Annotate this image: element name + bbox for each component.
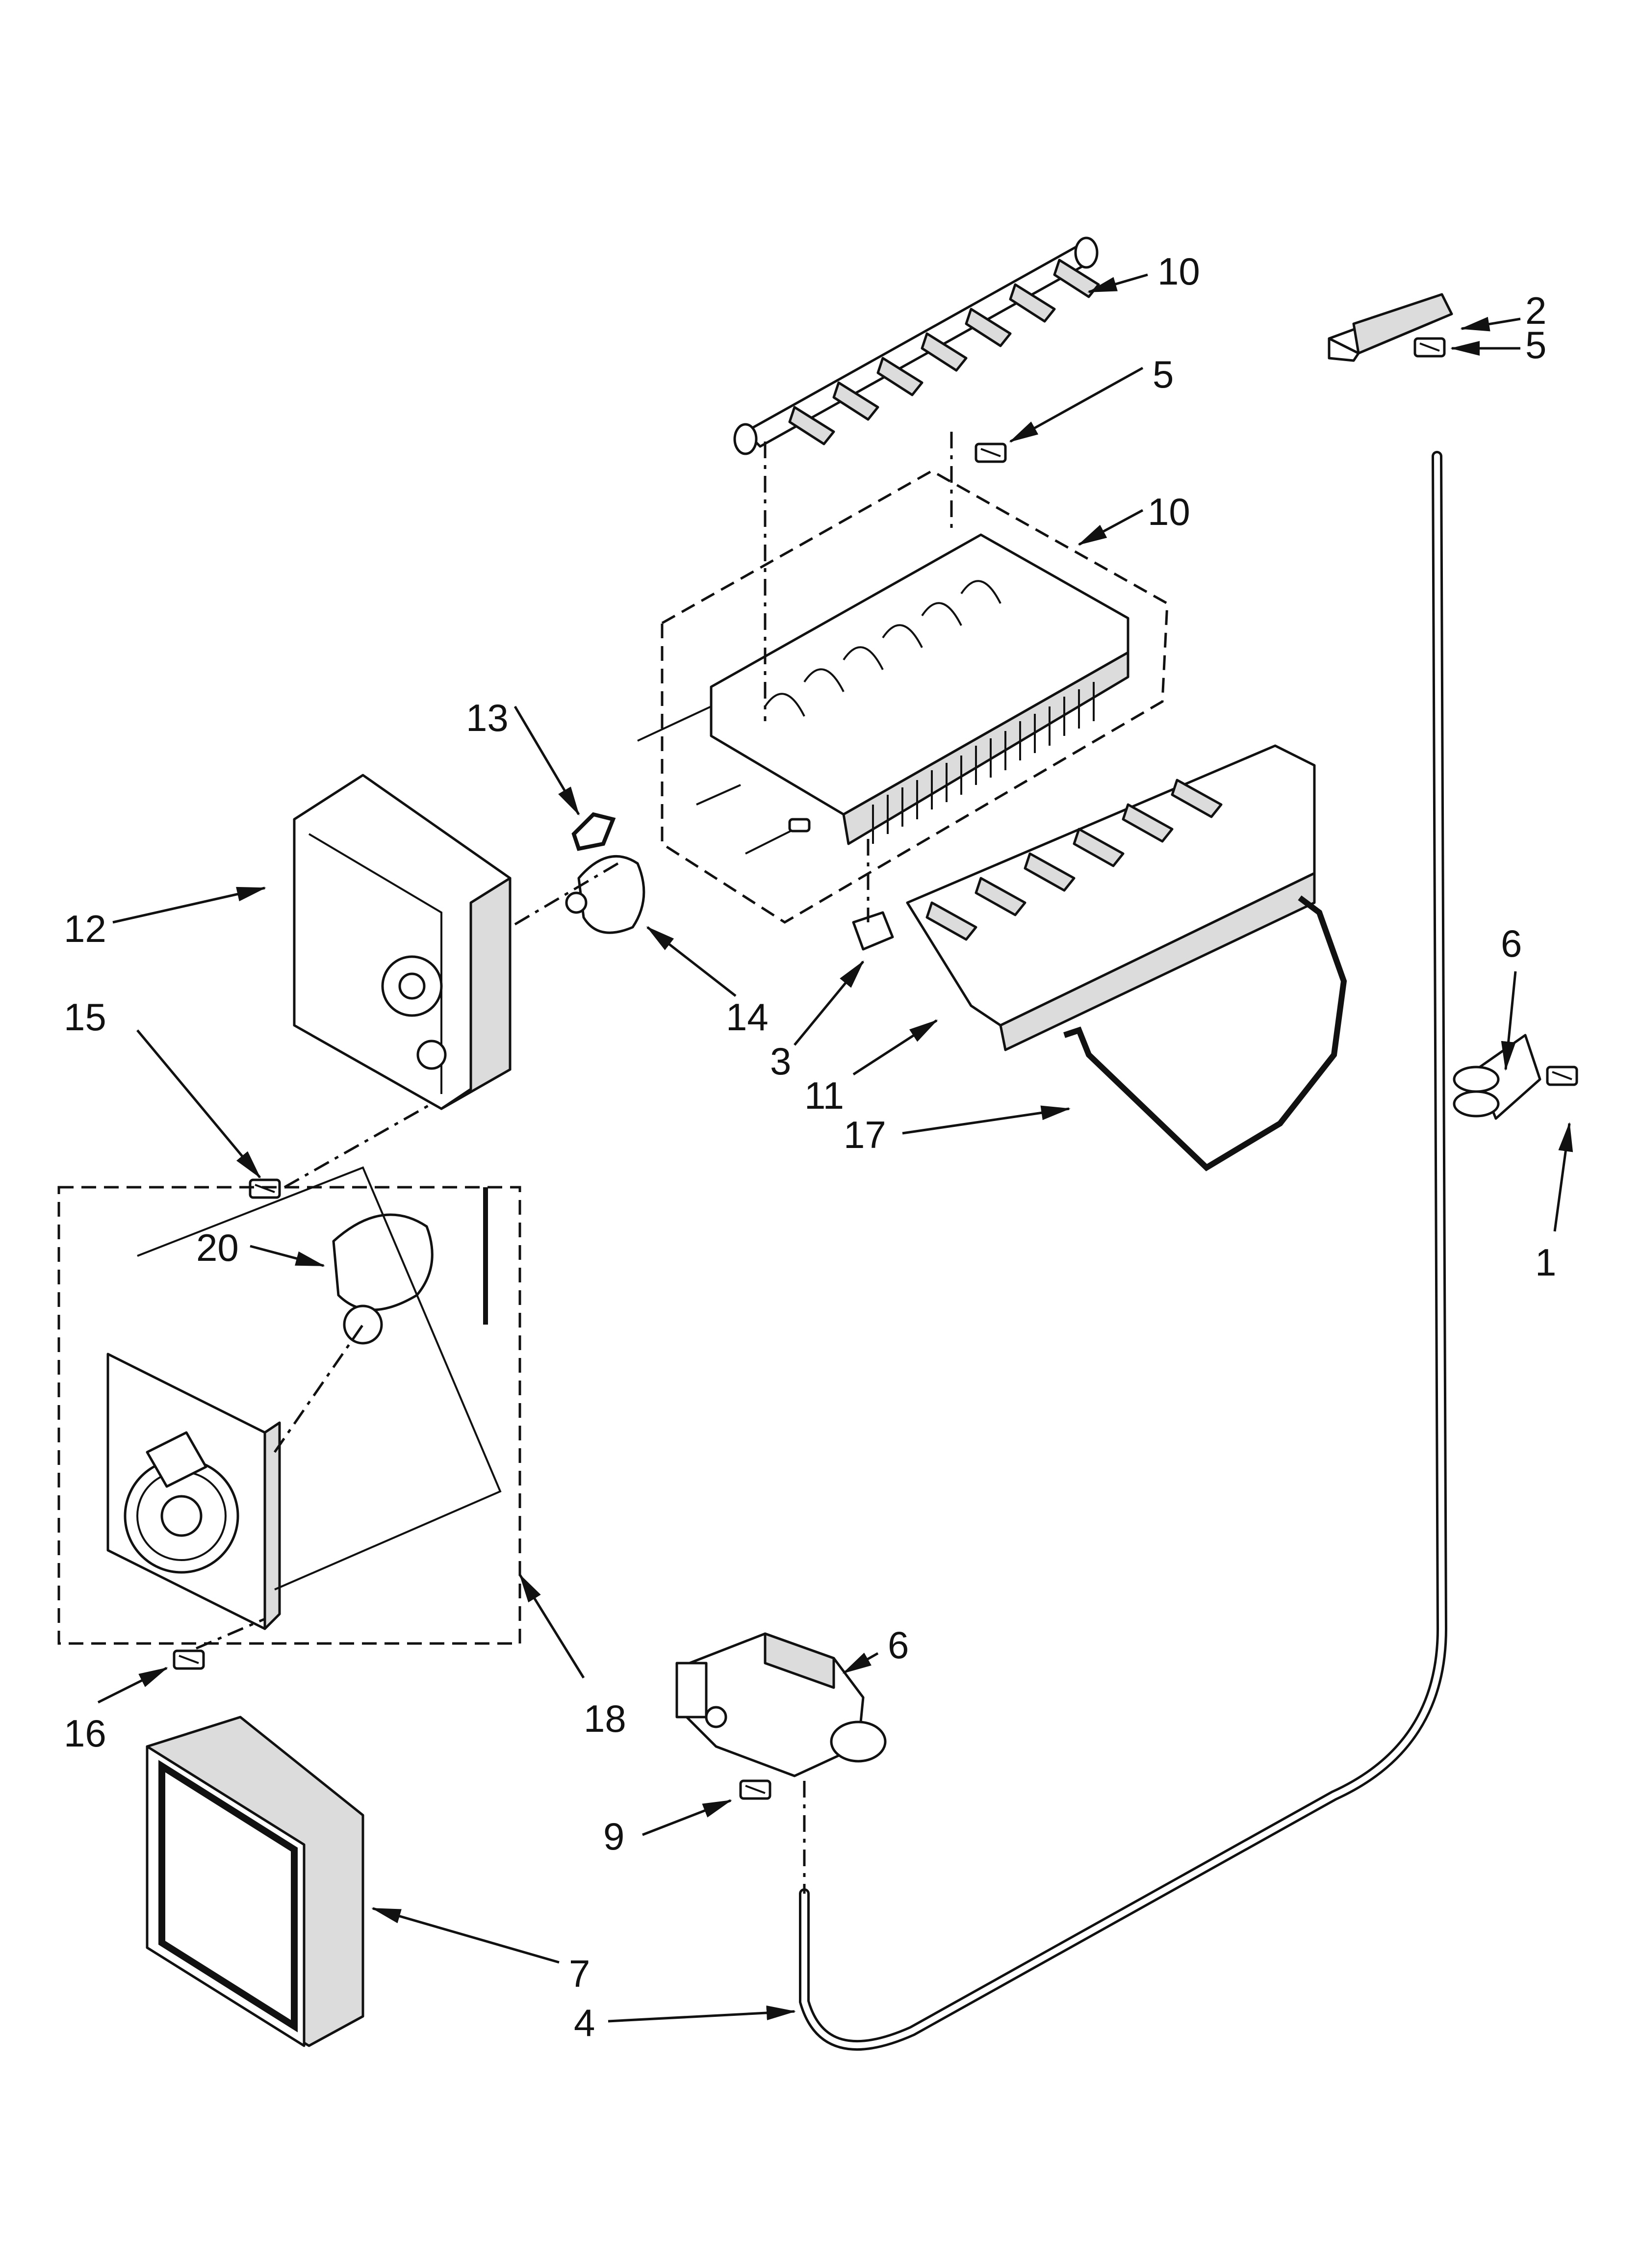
callout-8-number: 7 [569, 1952, 590, 1995]
callout-2: 2 [1525, 289, 1546, 332]
callout-5-right: 5 [1525, 323, 1546, 366]
water-tube [799, 451, 1448, 2051]
cover-box [146, 1716, 364, 2047]
water-valve [675, 1632, 887, 1777]
callout-4: 4 [574, 2001, 595, 2044]
screw-left-upper [249, 1178, 281, 1199]
leader-arrows [97, 273, 1573, 2023]
alignment-lines [137, 432, 953, 1894]
callout-16: 15 [64, 995, 106, 1039]
screw-top-right [1413, 337, 1446, 358]
callout-17: 16 [64, 1712, 106, 1755]
spring-clip [571, 812, 616, 851]
callout-13: 12 [64, 907, 106, 950]
callout-1: 1 [1535, 1241, 1556, 1284]
tube-clamp [1453, 1034, 1541, 1120]
callout-9-number: 9 [603, 1815, 624, 1858]
screw-valve [739, 1779, 771, 1800]
ice-mold-assembly [637, 469, 1169, 924]
control-housing [293, 774, 512, 1110]
callout-20: 20 [196, 1226, 239, 1269]
ice-stripper [906, 744, 1316, 1051]
module-assembly-box [57, 1186, 521, 1645]
ejector-shaft [733, 236, 1100, 455]
callout-7: 6 [1501, 922, 1522, 965]
callout-5-center: 5 [1153, 353, 1174, 396]
callout-15: 14 [726, 995, 769, 1039]
callout-10: 10 [1148, 490, 1190, 533]
callout-11: 10 [1157, 250, 1200, 293]
screw-right [1546, 1066, 1578, 1086]
callout-19: 18 [584, 1697, 626, 1740]
screw-top-center [975, 443, 1007, 463]
callout-12: 11 [804, 1074, 844, 1117]
clip-small [852, 911, 894, 951]
bracket-top-right [1328, 293, 1453, 362]
shutoff-arm [1063, 895, 1347, 1172]
module-assembly [106, 1353, 281, 1630]
callout-6-number: 6 [888, 1623, 909, 1667]
callout-14: 13 [466, 696, 509, 739]
motor [332, 1187, 488, 1345]
screw-left-lower [173, 1649, 205, 1670]
thermostat [565, 855, 645, 934]
callout-18: 17 [844, 1113, 886, 1156]
callout-3: 3 [770, 1040, 791, 1083]
callout-labels: 10 2 5 5 10 13 12 14 3 11 15 17 6 1 20 1… [64, 250, 1556, 2044]
